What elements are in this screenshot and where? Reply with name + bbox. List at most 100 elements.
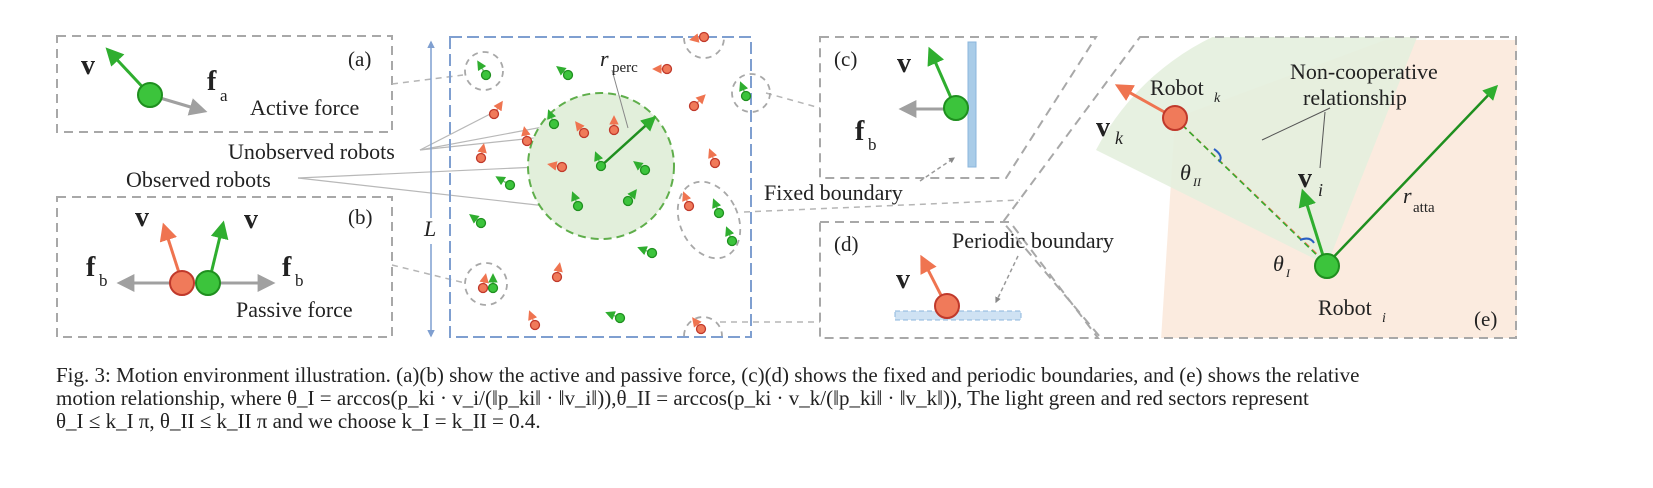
arena-robot-green xyxy=(622,195,634,207)
arena-robot-green xyxy=(548,118,560,130)
connector-a xyxy=(391,74,464,85)
arena-robot-red xyxy=(521,135,533,147)
arena-robot-red xyxy=(661,63,673,75)
connector-e xyxy=(743,199,1021,213)
panel-b-title: Passive force xyxy=(236,297,353,322)
panel-c: (c) v f b Fixed boundary xyxy=(764,36,1098,205)
arena-robot-red xyxy=(556,161,568,173)
panel-c-velocity-label: v xyxy=(897,48,911,79)
panel-b-green-robot xyxy=(195,270,221,296)
arena-robot-green xyxy=(595,160,607,172)
panel-b-red-robot xyxy=(169,270,195,296)
arena-robot-green xyxy=(487,282,499,294)
perception-radius-pointer xyxy=(611,69,629,129)
callout-line-obs-1 xyxy=(297,166,539,179)
panel-b-frame xyxy=(56,196,393,338)
panel-a-robot xyxy=(137,82,163,108)
panel-b-velocity-right-label: v xyxy=(244,204,258,235)
v-i-arrow xyxy=(1298,188,1328,266)
caption-line-1: Fig. 3: Motion environment illustration.… xyxy=(56,363,1360,387)
arena-robot-red xyxy=(529,319,541,331)
robot-i-label: Robot xyxy=(1318,295,1372,320)
panel-a-title: Active force xyxy=(250,95,359,120)
fixed-boundary-wall xyxy=(967,41,977,168)
panel-d-title: Periodic boundary xyxy=(952,228,1114,253)
arena-robot-green xyxy=(480,69,492,81)
panel-c-title: Fixed boundary xyxy=(764,180,903,205)
arena-robot-green xyxy=(504,179,516,191)
arena-size-label: L xyxy=(423,216,436,241)
caption-line-3: θ_I ≤ k_I π, θ_II ≤ k_II π and we choose… xyxy=(56,409,541,433)
arena-robot-red xyxy=(475,152,487,164)
panel-b-force-left-label: f xyxy=(86,252,96,283)
arena-robot-red xyxy=(695,323,707,335)
panel-b-force-left-subscript: b xyxy=(99,271,108,290)
noncoop-label-line2: relationship xyxy=(1303,85,1407,110)
theta-II-subscript: II xyxy=(1192,175,1202,189)
arena-robot-green xyxy=(614,312,626,324)
panel-b: (b) v v f b f b Passive force xyxy=(56,196,393,338)
panel-e-frame xyxy=(1001,36,1517,339)
arena-robot-red xyxy=(698,31,710,43)
arena-robot-green xyxy=(475,217,487,229)
periodic-boundary-strip xyxy=(894,310,1022,321)
v-k-label: v xyxy=(1096,112,1110,143)
caption-line-2: motion relationship, where θ_I = arccos(… xyxy=(56,386,1309,410)
panel-a-tag: (a) xyxy=(348,47,371,71)
connector-c xyxy=(765,92,821,109)
theta-II-label: θ xyxy=(1180,160,1191,185)
r-atta-arrow xyxy=(1325,84,1499,266)
panel-c-tag: (c) xyxy=(834,47,857,71)
panel-c-robot xyxy=(943,95,969,121)
arena-robot-red xyxy=(688,100,700,112)
panel-e: (e) Robot k Robot i v k v i θ II θ I r a… xyxy=(1001,36,1517,339)
sector-green xyxy=(1096,37,1420,265)
theta-I-arc xyxy=(1299,237,1315,244)
arena-frame-bg xyxy=(424,218,438,244)
arena-robot-red xyxy=(578,127,590,139)
arena-robot-red xyxy=(488,108,500,120)
arena-robot-green xyxy=(639,164,651,176)
r-atta-label: r xyxy=(1403,183,1412,208)
arena-robot-red xyxy=(709,157,721,169)
theta-II-arc xyxy=(1213,148,1222,163)
figure-canvas: (a) v f a Active force (b) v v f b f b P… xyxy=(56,31,1517,339)
callout-line-obs-2 xyxy=(297,177,547,207)
perception-radius-arrow xyxy=(600,115,657,167)
panel-c-force-subscript: b xyxy=(868,135,877,154)
arena: L r perc xyxy=(423,31,771,338)
arena-robot-green xyxy=(562,69,574,81)
arena-robot-green xyxy=(646,247,658,259)
arena-robot-green xyxy=(713,207,725,219)
arena-robot-green xyxy=(726,235,738,247)
panel-a-force-label: f xyxy=(207,66,217,97)
panel-d-velocity-label: v xyxy=(896,264,910,295)
panel-b-force-right-subscript: b xyxy=(295,271,304,290)
arena-robot-green xyxy=(740,90,752,102)
panel-d-robot xyxy=(934,293,960,319)
robots-layer xyxy=(469,31,752,335)
arena-robot-red xyxy=(551,271,563,283)
panel-d: (d) Periodic boundary v xyxy=(819,221,1114,339)
perception-radius-subscript: perc xyxy=(612,60,638,76)
panel-a: (a) v f a Active force xyxy=(56,35,393,133)
panel-d-title-pointer xyxy=(995,255,1019,304)
robot-k xyxy=(1162,105,1188,131)
panel-c-force-label: f xyxy=(855,116,865,147)
arena-frame xyxy=(449,36,752,338)
noncoop-label-line1: Non-cooperative xyxy=(1290,59,1438,84)
panel-e-tag: (e) xyxy=(1474,307,1497,331)
panel-a-force-subscript: a xyxy=(220,86,228,105)
neighbourhood-circle xyxy=(464,262,508,306)
panel-b-tag: (b) xyxy=(348,205,373,229)
panel-b-velocity-left-label: v xyxy=(135,202,149,233)
neighbourhood-ellipse xyxy=(676,180,742,260)
robot-k-label: Robot xyxy=(1150,75,1204,100)
theta-I-label: θ xyxy=(1273,251,1284,276)
neighbourhood-circle xyxy=(731,73,771,113)
panel-d-frame xyxy=(819,221,1101,339)
callout-unobserved: Unobserved robots xyxy=(228,139,395,164)
callout-observed: Observed robots xyxy=(126,167,271,192)
figure-caption: Fig. 3: Motion environment illustration.… xyxy=(56,364,1612,433)
perception-radius-label: r xyxy=(600,46,609,71)
